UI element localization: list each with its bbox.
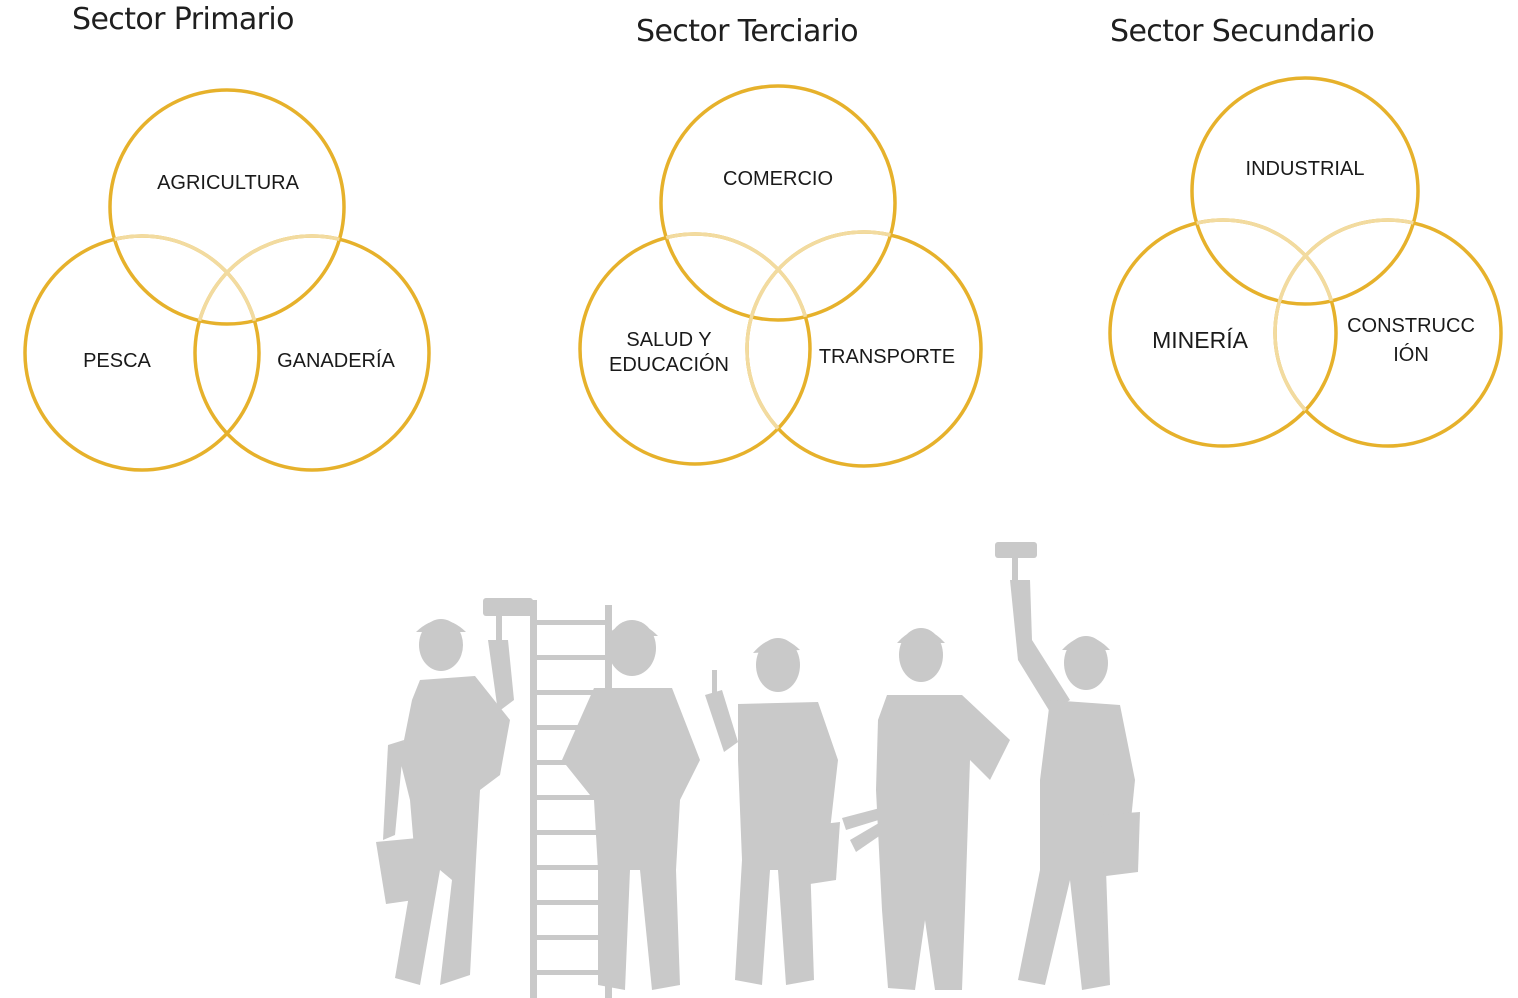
venn-circle-industrial xyxy=(1190,76,1420,306)
circle-label-comercio: COMERCIO xyxy=(723,168,833,190)
circle-label-industrial: INDUSTRIAL xyxy=(1246,158,1365,180)
venn-circle-comercio xyxy=(659,84,897,322)
sector-secundario-title: Sector Secundario xyxy=(1110,14,1375,49)
circle-label-ganaderia: GANADERÍA xyxy=(277,349,395,372)
venn-terciario: COMERCIO SALUD Y EDUCACIÓN TRANSPORTE xyxy=(578,84,983,468)
circle-label-pesca: PESCA xyxy=(83,350,151,372)
sector-terciario-title: Sector Terciario xyxy=(636,14,859,49)
circle-label-mineria: MINERÍA xyxy=(1152,327,1249,353)
venn-overlap xyxy=(193,234,344,324)
worker-roller-icon xyxy=(995,542,1140,990)
worker-painter-icon xyxy=(376,598,533,985)
venn-overlap xyxy=(1273,218,1418,304)
worker-pointing-icon xyxy=(705,638,840,985)
venn-primario: AGRICULTURA PESCA GANADERÍA xyxy=(23,88,431,472)
venn-overlap xyxy=(745,230,895,320)
worker-gardener-icon xyxy=(842,628,1010,990)
circle-label-agricultura: AGRICULTURA xyxy=(157,172,300,194)
venn-overlap xyxy=(110,234,261,324)
venn-overlap xyxy=(1192,218,1338,304)
venn-overlap xyxy=(1273,220,1336,446)
sector-primario-title: Sector Primario xyxy=(72,2,294,37)
circle-label-salud-educacion-box: SALUD Y EDUCACIÓN xyxy=(608,329,729,376)
circle-label-salud-educacion: SALUD Y EDUCACIÓN xyxy=(608,329,729,376)
circle-label-construccion: CONSTRUCCIÓN xyxy=(1347,315,1475,366)
venn-circle-agricultura xyxy=(108,88,346,326)
venn-secundario: INDUSTRIAL MINERÍA CONSTRUCCIÓN xyxy=(1108,76,1503,448)
workers-silhouette-icon xyxy=(376,542,1140,998)
venn-overlap xyxy=(745,234,810,464)
worker-leaning-icon xyxy=(562,620,700,990)
circle-label-transporte: TRANSPORTE xyxy=(819,346,955,368)
venn-overlap xyxy=(661,232,812,320)
circle-label-construccion-box: CONSTRUCCIÓN xyxy=(1347,315,1475,366)
